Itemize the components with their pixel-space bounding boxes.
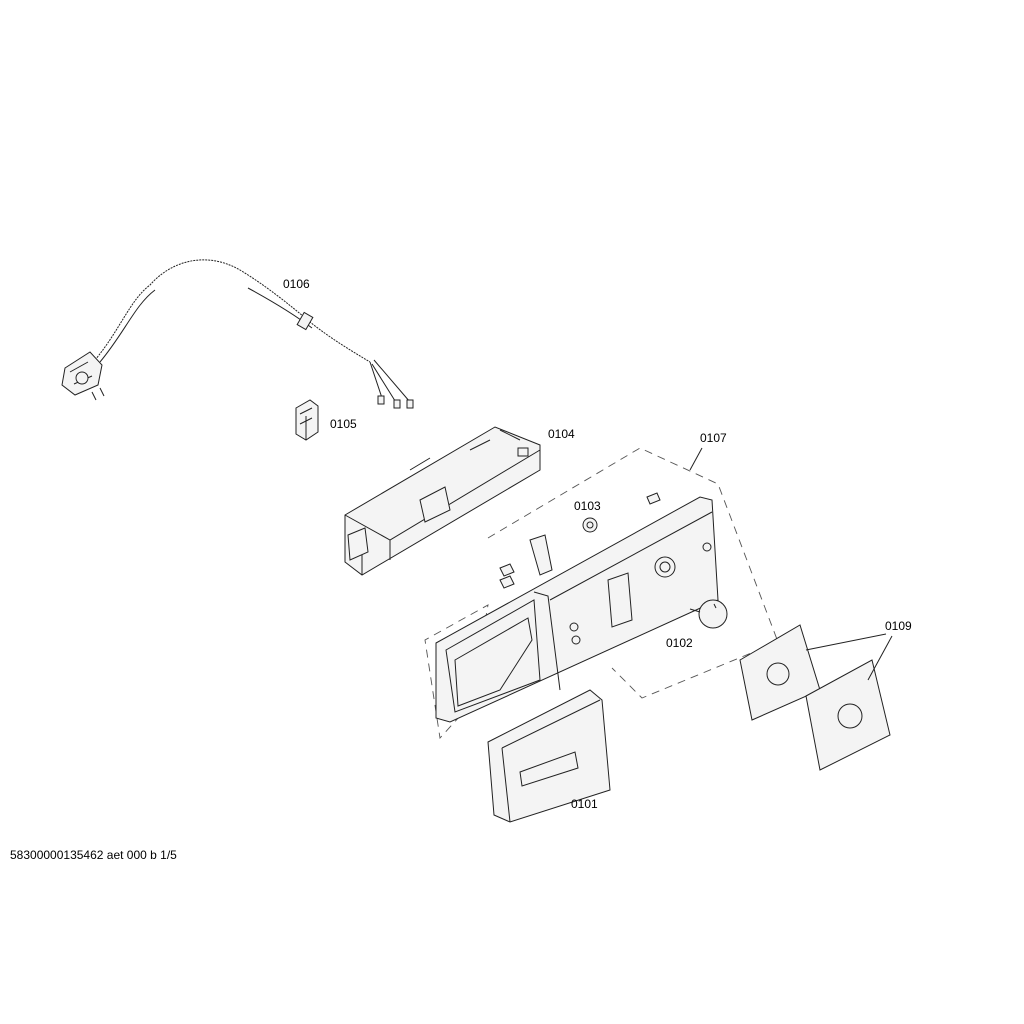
part-0105-connector <box>295 399 319 441</box>
part-0109-cover-plates <box>739 624 893 771</box>
label-0106: 0106 <box>283 277 310 291</box>
assembly-boundary-0107 <box>424 447 779 740</box>
label-0107: 0107 <box>700 431 727 445</box>
part-0106-power-cable <box>61 259 414 409</box>
part-0101-drawer-front <box>487 689 611 823</box>
label-0105: 0105 <box>330 417 357 431</box>
label-0103: 0103 <box>574 499 601 513</box>
label-0101: 0101 <box>571 797 598 811</box>
part-0103-knob-insert <box>582 517 598 533</box>
part-0107-control-panel <box>435 492 719 723</box>
label-0109: 0109 <box>885 619 912 633</box>
drawing-number: 58300000135462 aet 000 b 1/5 <box>10 848 177 862</box>
label-0104: 0104 <box>548 427 575 441</box>
part-0104-control-module <box>344 426 541 576</box>
label-0102: 0102 <box>666 636 693 650</box>
part-0102-knob <box>689 599 728 629</box>
leader-0107 <box>689 447 703 471</box>
